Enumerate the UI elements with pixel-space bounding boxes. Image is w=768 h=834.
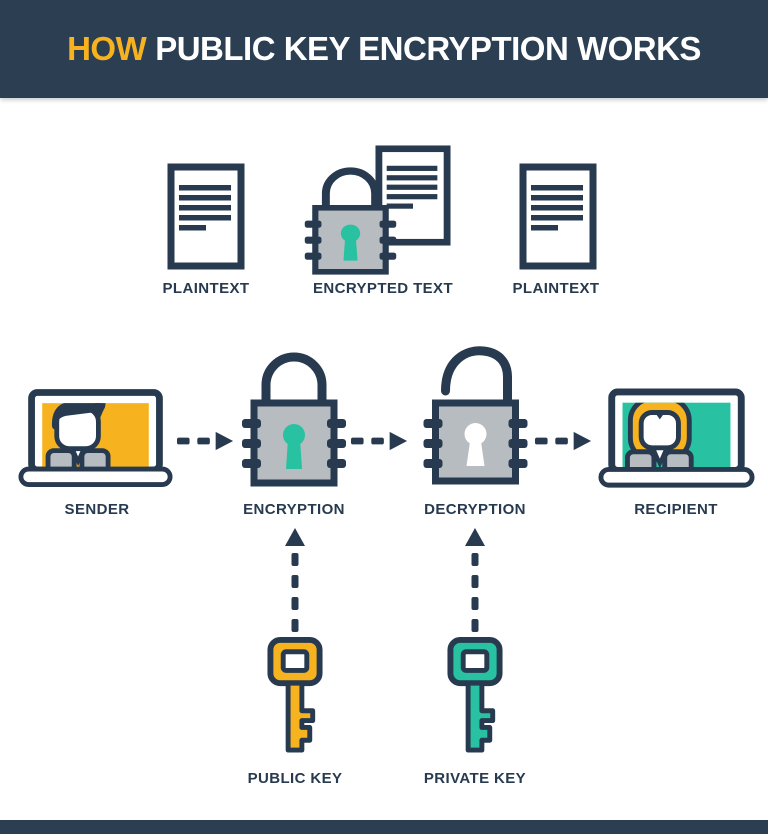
laptop-recipient-icon <box>598 388 755 488</box>
plaintext-document-right-icon <box>519 163 597 270</box>
label-recipient: RECIPIENT <box>634 501 718 518</box>
encryption-padlock-icon <box>242 352 346 487</box>
dashed-arrow-right-1-icon <box>177 431 234 451</box>
public-key-dashed-arrow-up-icon <box>285 528 305 632</box>
encrypted-padlock-icon <box>304 167 397 275</box>
dashed-arrow-right-3-icon <box>535 431 592 451</box>
plaintext-document-left-icon <box>167 163 245 270</box>
label-public-key: PUBLIC KEY <box>247 770 343 787</box>
title-highlight: HOW <box>67 30 147 67</box>
sender-avatar <box>45 403 111 468</box>
label-encryption: ENCRYPTION <box>243 501 345 518</box>
label-encrypted-text: ENCRYPTED TEXT <box>312 280 454 297</box>
private-key-icon <box>447 637 503 753</box>
label-decryption: DECRYPTION <box>424 501 526 518</box>
decryption-padlock-icon <box>423 346 528 485</box>
private-key-dashed-arrow-up-icon <box>465 528 485 632</box>
public-key-icon <box>267 637 323 753</box>
label-sender: SENDER <box>64 501 130 518</box>
label-plaintext-left: PLAINTEXT <box>162 280 250 297</box>
footer-bar <box>0 820 768 834</box>
label-plaintext-right: PLAINTEXT <box>512 280 600 297</box>
label-private-key: PRIVATE KEY <box>423 770 527 787</box>
title-text: PUBLIC KEY ENCRYPTION WORKS <box>155 30 701 67</box>
laptop-sender-icon <box>18 389 173 487</box>
recipient-avatar <box>624 402 694 468</box>
dashed-arrow-right-2-icon <box>351 431 408 451</box>
